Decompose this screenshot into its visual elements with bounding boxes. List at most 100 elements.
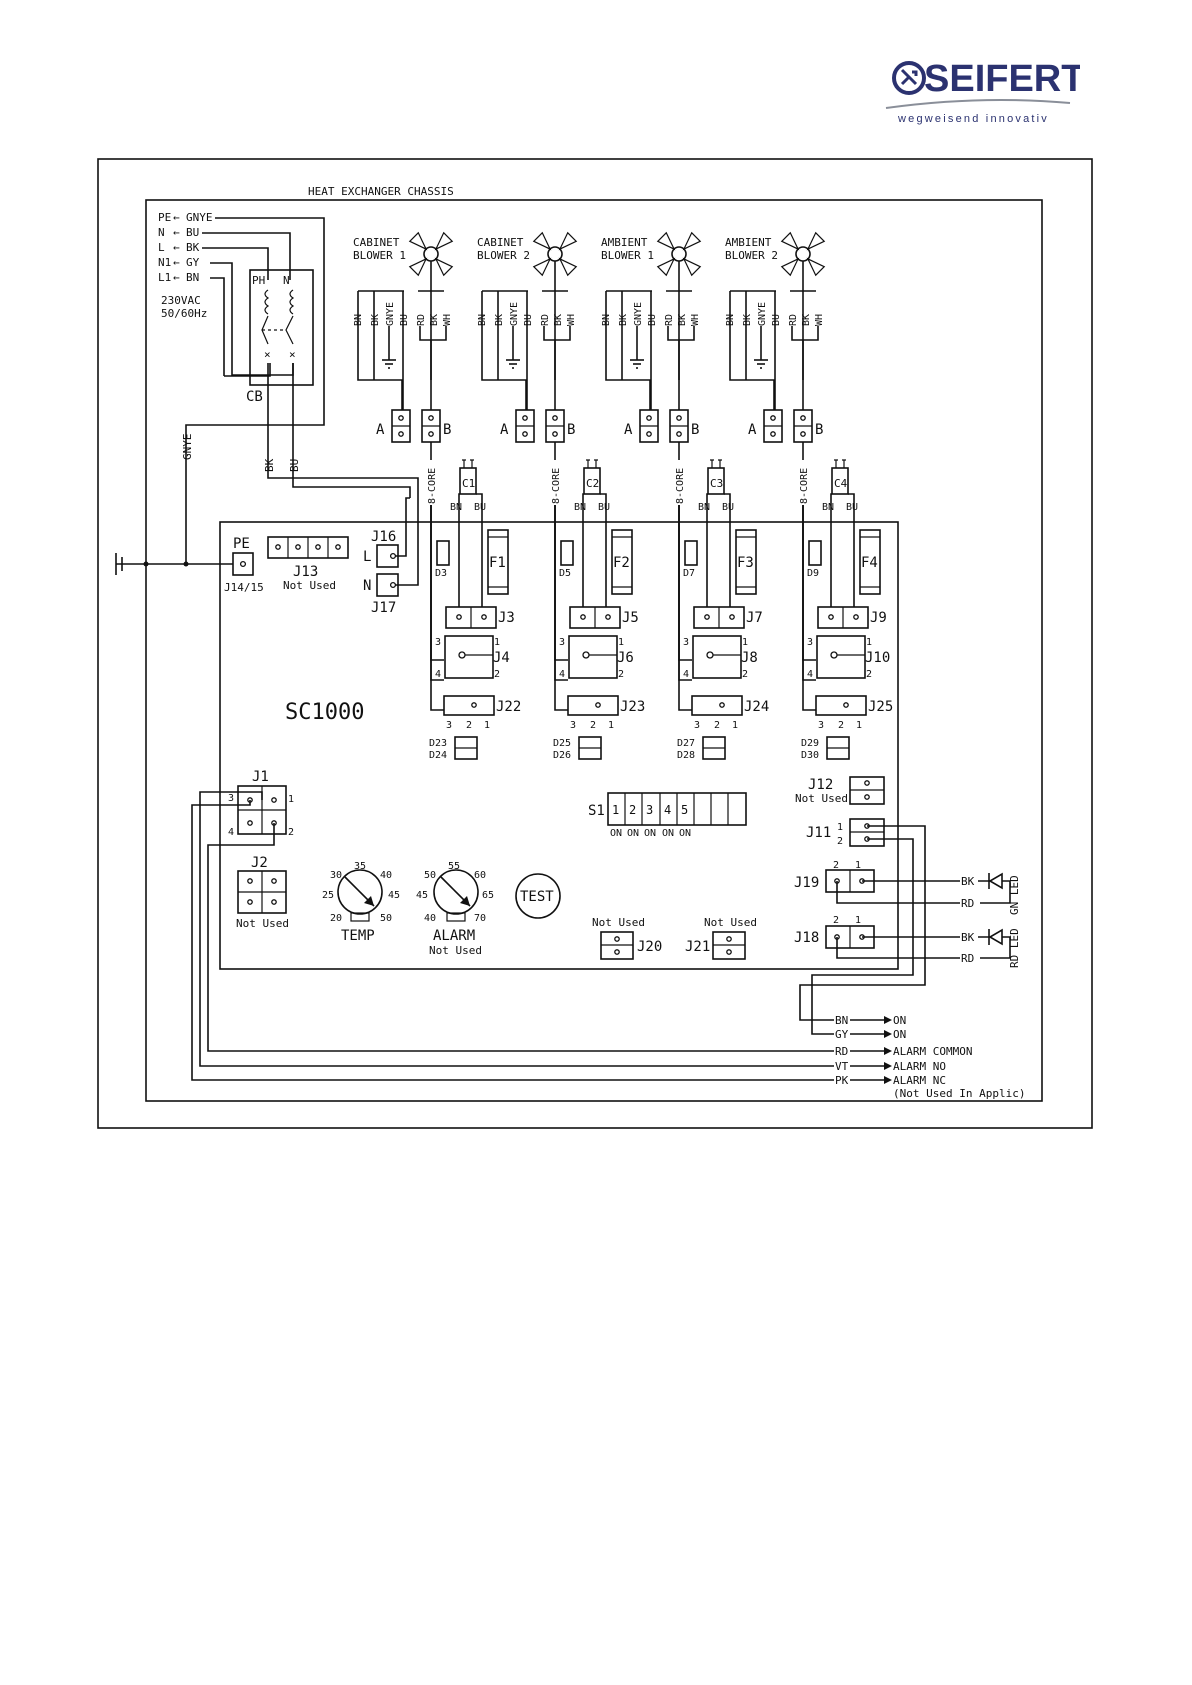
speed-connector: [444, 635, 494, 679]
svg-text:Not Used: Not Used: [236, 917, 289, 930]
svg-text:B: B: [443, 422, 451, 438]
svg-text:2: 2: [629, 803, 636, 817]
svg-text:2: 2: [833, 860, 839, 871]
temp-dial[interactable]: 20 25 30 35 40 45 50 TEMP: [322, 861, 400, 944]
blower-title-line2: BLOWER 2: [477, 249, 530, 262]
svg-text:1: 1: [484, 720, 490, 731]
svg-text:J18: J18: [794, 930, 819, 946]
test-button[interactable]: TEST: [515, 873, 561, 919]
input-voltage: 230VAC: [161, 294, 201, 307]
output-list: BN GY RD VT PK ON ON ALARM COMMON ALARM …: [835, 1014, 1025, 1100]
seifert-logo: SEIFERT wegweisend innovativ: [885, 58, 1080, 125]
svg-text:1: 1: [608, 720, 614, 731]
svg-text:D29: D29: [801, 738, 819, 749]
svg-text:45: 45: [388, 890, 400, 901]
svg-text:4: 4: [228, 827, 234, 838]
svg-text:RD: RD: [835, 1045, 848, 1058]
svg-text:60: 60: [474, 870, 486, 881]
diode: [808, 540, 822, 566]
svg-text:BK: BK: [429, 314, 440, 326]
blower-title-line1: CABINET: [477, 236, 524, 249]
svg-text:ON: ON: [610, 828, 622, 839]
svg-text:J14/15: J14/15: [224, 581, 264, 594]
svg-text:PH: PH: [252, 274, 265, 287]
capacitor: [831, 467, 849, 495]
svg-text:BK: BK: [553, 314, 564, 326]
svg-text:J12: J12: [808, 777, 833, 793]
svg-text:70: 70: [474, 913, 486, 924]
svg-text:C4: C4: [834, 477, 848, 490]
blower-title-line2: BLOWER 1: [601, 249, 654, 262]
circuit-breaker: [249, 269, 314, 386]
svg-text:ON: ON: [893, 1014, 906, 1027]
svg-text:RD: RD: [540, 314, 551, 326]
svg-text:TEST: TEST: [520, 889, 554, 905]
gn-led: BK RD GN LED: [836, 872, 1021, 915]
svg-text:RD: RD: [664, 314, 675, 326]
svg-text:3: 3: [435, 637, 441, 648]
svg-text:J5: J5: [622, 610, 639, 626]
svg-text:VT: VT: [835, 1060, 849, 1073]
svg-text:ON: ON: [644, 828, 656, 839]
svg-text:D3: D3: [435, 568, 447, 579]
wire-gnye: GNYE: [181, 434, 194, 461]
svg-text:45: 45: [416, 890, 428, 901]
svg-text:←: ←: [173, 211, 180, 224]
svg-text:F4: F4: [861, 555, 878, 571]
ground-icon: [115, 553, 245, 575]
svg-text:50: 50: [424, 870, 436, 881]
svg-text:D28: D28: [677, 750, 695, 761]
svg-text:40: 40: [380, 870, 392, 881]
svg-text:J19: J19: [794, 875, 819, 891]
svg-text:J11: J11: [806, 825, 831, 841]
alarm-dial[interactable]: 40 45 50 55 60 65 70 ALARM Not Used: [416, 861, 494, 957]
diode: [684, 540, 698, 566]
svg-text:S1: S1: [588, 803, 605, 819]
svg-text:Not Used: Not Used: [592, 916, 645, 929]
rd-led: BK RD RD LED: [836, 928, 1021, 968]
diode: [560, 540, 574, 566]
logo-swoosh: [885, 98, 1071, 109]
svg-text:2: 2: [618, 669, 624, 680]
svg-text:3: 3: [818, 720, 824, 731]
svg-text:RD: RD: [961, 952, 974, 965]
svg-text:2: 2: [866, 669, 872, 680]
svg-text:RD: RD: [416, 314, 427, 326]
input-pe: PE: [158, 211, 171, 224]
svg-text:N: N: [363, 578, 371, 594]
input-frequency: 50/60Hz: [161, 307, 207, 320]
svg-text:3: 3: [559, 637, 565, 648]
svg-text:J7: J7: [746, 610, 763, 626]
svg-text:4: 4: [807, 669, 813, 680]
svg-text:65: 65: [482, 890, 494, 901]
svg-text:D27: D27: [677, 738, 695, 749]
svg-text:N: N: [283, 274, 290, 287]
blower-title-line2: BLOWER 1: [353, 249, 406, 262]
svg-text:J24: J24: [744, 699, 769, 715]
svg-text:D26: D26: [553, 750, 571, 761]
svg-text:A: A: [376, 422, 385, 438]
svg-text:BU: BU: [647, 314, 658, 326]
svg-text:ON: ON: [893, 1028, 906, 1041]
sense-connector: [815, 695, 867, 716]
svg-text:55: 55: [448, 861, 460, 872]
svg-text:GNYE: GNYE: [385, 302, 396, 326]
svg-text:PK: PK: [835, 1074, 849, 1087]
svg-text:D9: D9: [807, 568, 819, 579]
capacitor: [459, 467, 477, 495]
svg-text:2: 2: [838, 720, 844, 731]
s1-dip-switch[interactable]: S1 1 2 3 4 5 ON ON ON ON ON: [588, 792, 747, 839]
svg-text:2: 2: [742, 669, 748, 680]
svg-text:BK: BK: [618, 314, 629, 326]
svg-text:1: 1: [855, 915, 861, 926]
svg-text:8-CORE: 8-CORE: [427, 468, 438, 504]
svg-text:4: 4: [683, 669, 689, 680]
svg-text:35: 35: [354, 861, 366, 872]
svg-text:3: 3: [646, 803, 653, 817]
svg-text:RD LED: RD LED: [1008, 928, 1021, 968]
svg-text:WH: WH: [690, 314, 701, 326]
svg-text:BK: BK: [494, 314, 505, 326]
